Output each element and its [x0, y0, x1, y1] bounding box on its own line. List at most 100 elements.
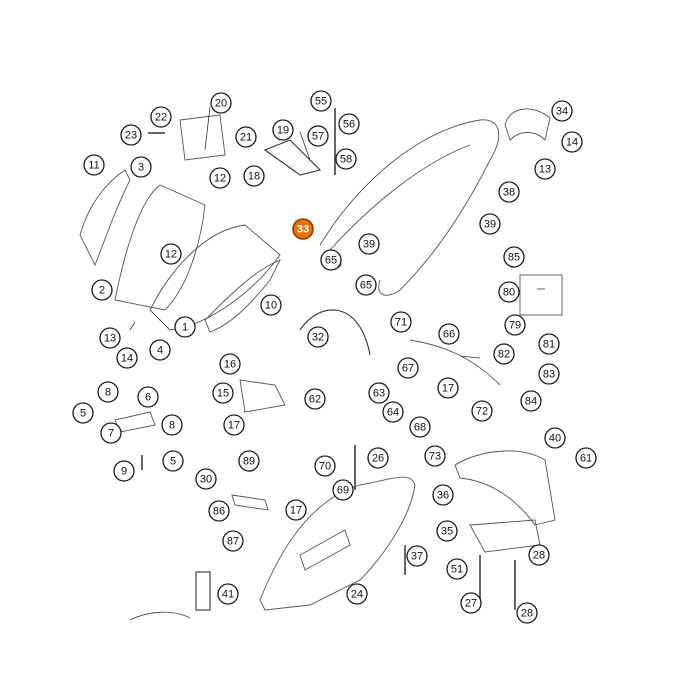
callout-23[interactable]: 23 [120, 124, 142, 146]
callout-57[interactable]: 57 [307, 125, 329, 147]
callout-12[interactable]: 12 [160, 243, 182, 265]
callout-13[interactable]: 13 [99, 327, 121, 349]
callout-15[interactable]: 15 [212, 382, 234, 404]
callout-8[interactable]: 8 [97, 381, 119, 403]
callout-ring [161, 414, 183, 436]
callout-65[interactable]: 65 [355, 274, 377, 296]
callout-34[interactable]: 34 [551, 100, 573, 122]
callout-12[interactable]: 12 [209, 167, 231, 189]
callout-65[interactable]: 65 [320, 249, 342, 271]
callout-83[interactable]: 83 [538, 363, 560, 385]
callout-11[interactable]: 11 [83, 154, 105, 176]
callout-13[interactable]: 13 [534, 158, 556, 180]
callout-39[interactable]: 39 [479, 213, 501, 235]
callout-87[interactable]: 87 [222, 530, 244, 552]
callout-56[interactable]: 56 [338, 113, 360, 135]
callout-6[interactable]: 6 [137, 386, 159, 408]
callout-ring [575, 447, 597, 469]
callout-1[interactable]: 1 [174, 316, 196, 338]
callout-2[interactable]: 2 [91, 279, 113, 301]
callout-number: 20 [215, 98, 227, 110]
callout-37[interactable]: 37 [406, 545, 428, 567]
callout-number: 86 [213, 506, 225, 518]
callout-84[interactable]: 84 [520, 390, 542, 412]
rear-mudguard-24 [259, 476, 416, 611]
callout-41[interactable]: 41 [217, 583, 239, 605]
callout-ring [338, 113, 360, 135]
callout-89[interactable]: 89 [238, 450, 260, 472]
callout-66[interactable]: 66 [438, 323, 460, 345]
callout-27[interactable]: 27 [460, 592, 482, 614]
callout-number: 7 [108, 428, 114, 440]
callout-71[interactable]: 71 [390, 311, 412, 333]
callout-ring [100, 422, 122, 444]
callout-30[interactable]: 30 [195, 468, 217, 490]
callout-35[interactable]: 35 [436, 520, 458, 542]
callout-14[interactable]: 14 [116, 347, 138, 369]
callout-58[interactable]: 58 [335, 148, 357, 170]
callout-7[interactable]: 7 [100, 422, 122, 444]
callout-16[interactable]: 16 [219, 353, 241, 375]
callout-17[interactable]: 17 [285, 499, 307, 521]
callout-36[interactable]: 36 [432, 484, 454, 506]
callout-81[interactable]: 81 [538, 333, 560, 355]
callout-73[interactable]: 73 [424, 445, 446, 467]
callout-69[interactable]: 69 [332, 479, 354, 501]
callout-ring [91, 279, 113, 301]
callout-82[interactable]: 82 [493, 343, 515, 365]
callout-79[interactable]: 79 [504, 314, 526, 336]
callout-20[interactable]: 20 [210, 92, 232, 114]
callout-55[interactable]: 55 [310, 90, 332, 112]
chain-guard-36 [454, 450, 556, 526]
callout-67[interactable]: 67 [397, 357, 419, 379]
callout-number: 10 [265, 300, 277, 312]
callout-68[interactable]: 68 [409, 416, 431, 438]
callout-number: 40 [549, 433, 561, 445]
callout-5[interactable]: 5 [72, 402, 94, 424]
callout-61[interactable]: 61 [575, 447, 597, 469]
callout-28[interactable]: 28 [516, 602, 538, 624]
callout-21[interactable]: 21 [235, 126, 257, 148]
callout-64[interactable]: 64 [382, 401, 404, 423]
callout-51[interactable]: 51 [446, 558, 468, 580]
callout-85[interactable]: 85 [503, 246, 525, 268]
callout-62[interactable]: 62 [304, 388, 326, 410]
callout-8[interactable]: 8 [161, 414, 183, 436]
callout-33-selected[interactable]: 33 [292, 218, 314, 240]
callout-14[interactable]: 14 [561, 131, 583, 153]
callout-9[interactable]: 9 [113, 460, 135, 482]
callout-19[interactable]: 19 [272, 119, 294, 141]
callout-17[interactable]: 17 [223, 414, 245, 436]
callout-38[interactable]: 38 [498, 181, 520, 203]
callout-ring [113, 460, 135, 482]
rear-fender-33 [319, 119, 500, 296]
callout-80[interactable]: 80 [498, 281, 520, 303]
callout-63[interactable]: 63 [368, 382, 390, 404]
callout-24[interactable]: 24 [346, 583, 368, 605]
callout-ring [397, 357, 419, 379]
callout-10[interactable]: 10 [260, 294, 282, 316]
callout-number: 61 [580, 453, 592, 465]
callout-40[interactable]: 40 [544, 427, 566, 449]
callout-number: 63 [373, 388, 385, 400]
callout-86[interactable]: 86 [208, 500, 230, 522]
callout-ring [346, 583, 368, 605]
callout-ring [208, 500, 230, 522]
callout-number: 55 [315, 96, 327, 108]
callout-5[interactable]: 5 [162, 450, 184, 472]
callout-17[interactable]: 17 [437, 377, 459, 399]
callout-number: 27 [465, 598, 477, 610]
callout-ring [212, 382, 234, 404]
callout-26[interactable]: 26 [367, 447, 389, 469]
callout-3[interactable]: 3 [130, 156, 152, 178]
callout-32[interactable]: 32 [307, 326, 329, 348]
callout-72[interactable]: 72 [471, 400, 493, 422]
callout-70[interactable]: 70 [314, 455, 336, 477]
callout-4[interactable]: 4 [149, 339, 171, 361]
callout-28[interactable]: 28 [528, 544, 550, 566]
callout-number: 12 [214, 173, 226, 185]
callout-18[interactable]: 18 [243, 165, 265, 187]
callout-number: 16 [224, 359, 236, 371]
callout-39[interactable]: 39 [358, 233, 380, 255]
callout-22[interactable]: 22 [150, 106, 172, 128]
